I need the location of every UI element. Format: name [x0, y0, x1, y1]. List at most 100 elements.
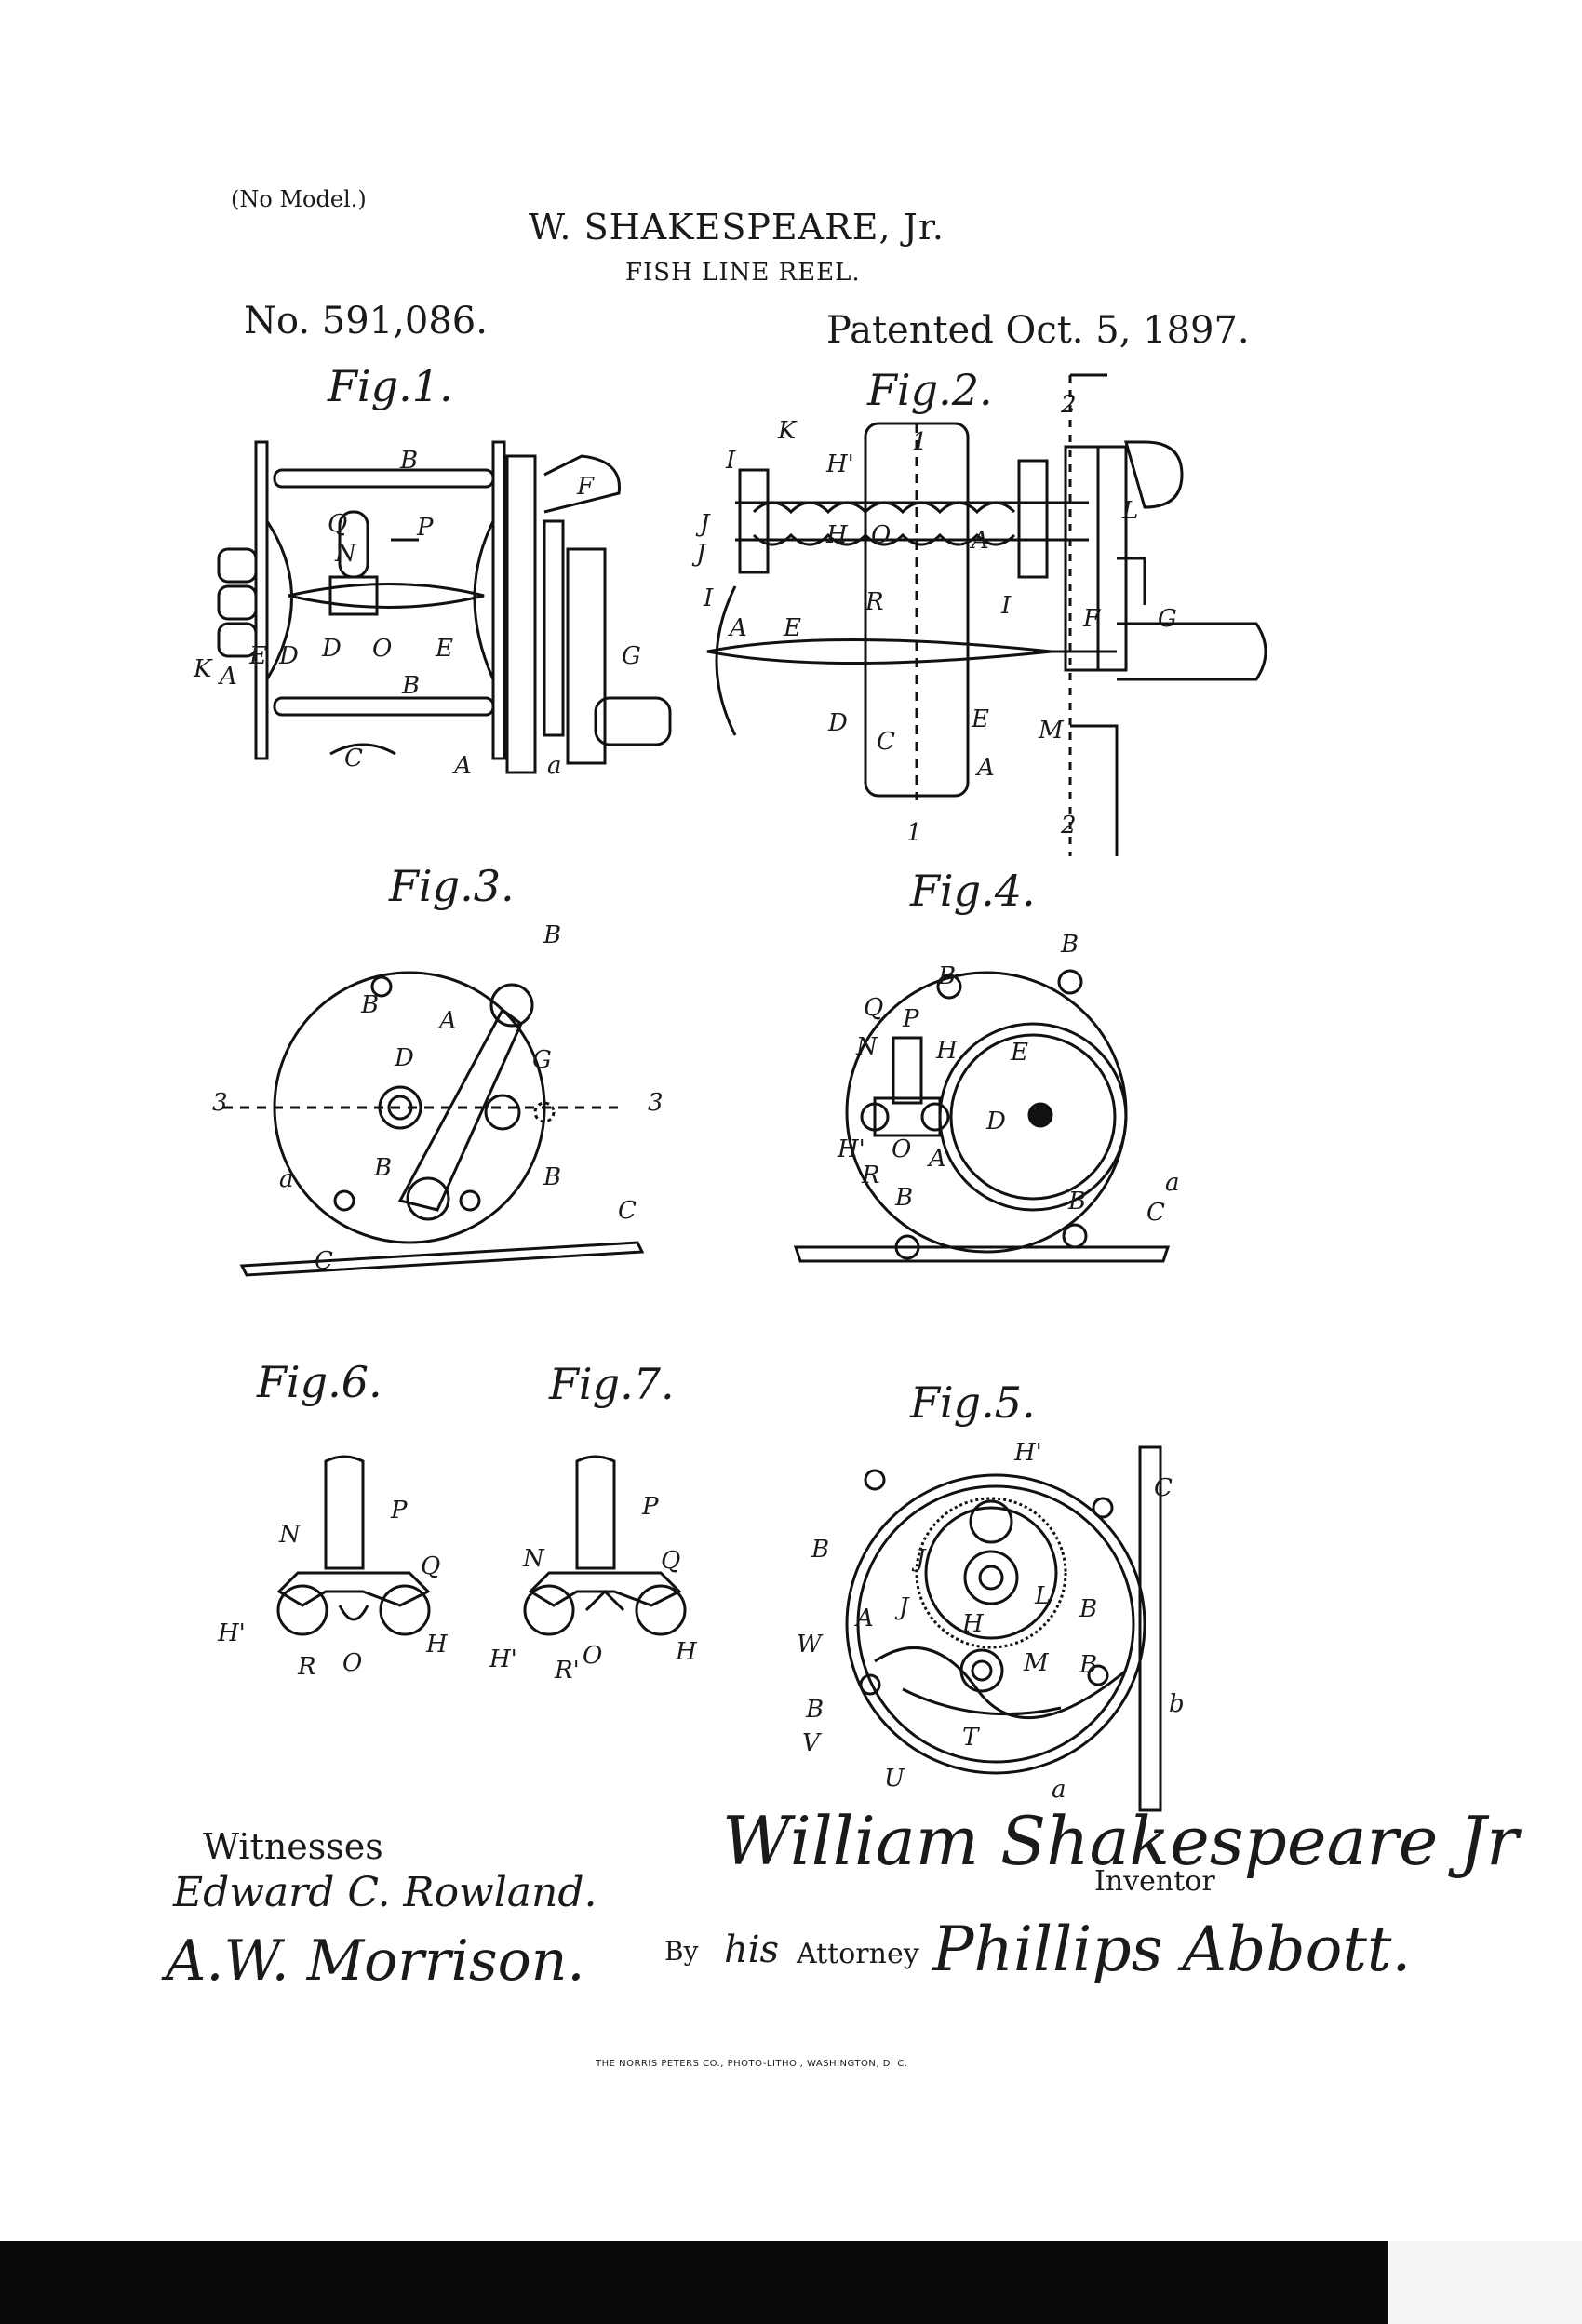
fig2-label-K: K [778, 417, 797, 445]
fig7-label-R-prime: R' [555, 1657, 580, 1685]
printer-credit: THE NORRIS PETERS CO., PHOTO-LITHO., WAS… [596, 2059, 908, 2069]
fig4-label-H-prime: H' [838, 1135, 865, 1163]
fig6-title: Fig.6. [257, 1357, 382, 1407]
fig5-label-B-right: B [1079, 1595, 1098, 1623]
fig4-label-B-top-right: B [1061, 931, 1079, 959]
fig5-label-C: C [1154, 1474, 1173, 1502]
attorney-signature: Phillips Abbott. [932, 1914, 1412, 1985]
fig1-label-G: G [622, 642, 641, 670]
his-label: his [724, 1928, 780, 1971]
fig3-label-C-right: C [618, 1197, 637, 1225]
fig3-label-D: D [395, 1044, 414, 1072]
fig1-label-D-left: D [279, 642, 299, 670]
fig6-label-O: O [342, 1649, 363, 1677]
fig3-label-G: G [532, 1046, 552, 1074]
fig1-label-A-left: A [220, 663, 237, 691]
fig5-label-b: b [1169, 1690, 1185, 1718]
fig2-label-M: M [1039, 717, 1064, 745]
fig3-title: Fig.3. [389, 861, 515, 911]
patent-title: FISH LINE REEL. [625, 259, 861, 287]
inventor-label: Inventor [1094, 1865, 1215, 1898]
inventor-signature: William Shakespeare Jr [722, 1802, 1519, 1880]
fig1-label-E-left: E [249, 642, 267, 670]
fig2-label-F: F [1083, 605, 1101, 633]
fig5-label-a: a [1052, 1776, 1066, 1804]
fig4-title: Fig.4. [910, 866, 1036, 916]
fig5-label-B-bottom-left: B [806, 1696, 825, 1724]
fig2-label-J-bottom: J [696, 540, 706, 568]
fig7-title: Fig.7. [549, 1359, 675, 1409]
fig1-label-F: F [577, 473, 595, 501]
fig2-label-A-bottom: A [977, 754, 995, 782]
fig4-label-P: P [903, 1005, 919, 1033]
fig1-label-D: D [322, 635, 342, 663]
fig1-label-B-bottom: B [402, 672, 421, 700]
fig4-label-D: D [986, 1108, 1006, 1135]
fig2-label-1-bottom: 1 [906, 819, 922, 847]
fig2-label-D: D [828, 709, 848, 737]
fig4-label-a: a [1165, 1169, 1180, 1197]
fig6-label-H: H [426, 1631, 448, 1659]
fig2-label-E-left: E [784, 614, 801, 642]
fig2-label-2-bottom: 2 [1061, 812, 1077, 840]
fig4-label-N: N [856, 1033, 878, 1061]
fig2-label-C: C [877, 728, 895, 756]
fig3-label-A: A [439, 1007, 457, 1035]
fig1-label-Q: Q [328, 510, 348, 538]
fig1-title: Fig.1. [328, 361, 453, 411]
attorney-label: Attorney [797, 1938, 919, 1970]
fig4-label-O: O [892, 1135, 912, 1163]
fig1-drawing [217, 440, 672, 774]
fig3-label-B-bottom-right: B [543, 1163, 562, 1191]
fig2-label-I-left: I [726, 447, 736, 475]
fig5-label-M: M [1024, 1649, 1049, 1677]
fig2-label-E-right: E [972, 705, 989, 733]
fig1-label-P: P [417, 514, 434, 542]
fig6-label-R: R [298, 1653, 316, 1681]
witness-1-signature: Edward C. Rowland. [173, 1869, 597, 1916]
fig3-label-3-left: 3 [212, 1089, 228, 1117]
fig6-label-Q: Q [421, 1552, 441, 1580]
fig4-label-A: A [929, 1145, 946, 1173]
fig5-label-U: U [884, 1765, 905, 1793]
fig1-label-N: N [335, 540, 356, 568]
fig5-label-J-top: J [916, 1545, 926, 1573]
fig2-drawing [706, 373, 1267, 856]
fig4-label-R: R [862, 1162, 880, 1189]
fig6-label-P: P [391, 1497, 408, 1525]
fig6-drawing [276, 1455, 431, 1636]
fig1-label-a: a [547, 752, 562, 780]
fig1-label-O: O [372, 635, 393, 663]
fig4-label-B-bottom-left: B [895, 1184, 914, 1212]
scan-edge-band [0, 2241, 1582, 2324]
fig4-label-C: C [1146, 1199, 1165, 1227]
no-model-note: (No Model.) [231, 186, 367, 212]
fig7-label-N: N [523, 1545, 544, 1573]
patent-date: Patented Oct. 5, 1897. [826, 309, 1250, 352]
fig2-label-H: H [826, 521, 848, 549]
fig2-section-2-top: 2 [1061, 391, 1077, 419]
fig6-label-N: N [279, 1521, 301, 1549]
fig5-label-H: H [962, 1610, 984, 1638]
fig3-label-B-left: B [361, 991, 380, 1019]
fig5-drawing [845, 1445, 1162, 1812]
fig7-label-O: O [583, 1642, 603, 1670]
fig5-label-V: V [802, 1729, 820, 1757]
fig7-label-H-prime: H' [489, 1646, 517, 1673]
fig1-label-C: C [344, 745, 363, 772]
witness-2-signature: A.W. Morrison. [166, 1928, 585, 1994]
scan-edge-gap [1388, 2241, 1582, 2324]
fig7-label-H: H [676, 1638, 697, 1666]
fig5-label-T: T [962, 1724, 979, 1752]
fig7-drawing [523, 1455, 687, 1636]
fig4-label-E: E [1011, 1039, 1028, 1067]
fig1-label-B-top: B [400, 447, 419, 475]
fig2-label-A-top: A [972, 527, 989, 555]
fig1-label-K: K [194, 655, 212, 683]
fig4-label-B-top-left: B [938, 962, 957, 990]
fig3-label-C-bottom: C [315, 1247, 333, 1275]
fig5-label-W: W [797, 1631, 822, 1659]
fig2-label-I-right: I [1001, 592, 1012, 620]
fig2-label-O: O [871, 521, 892, 549]
fig5-title: Fig.5. [910, 1377, 1036, 1428]
